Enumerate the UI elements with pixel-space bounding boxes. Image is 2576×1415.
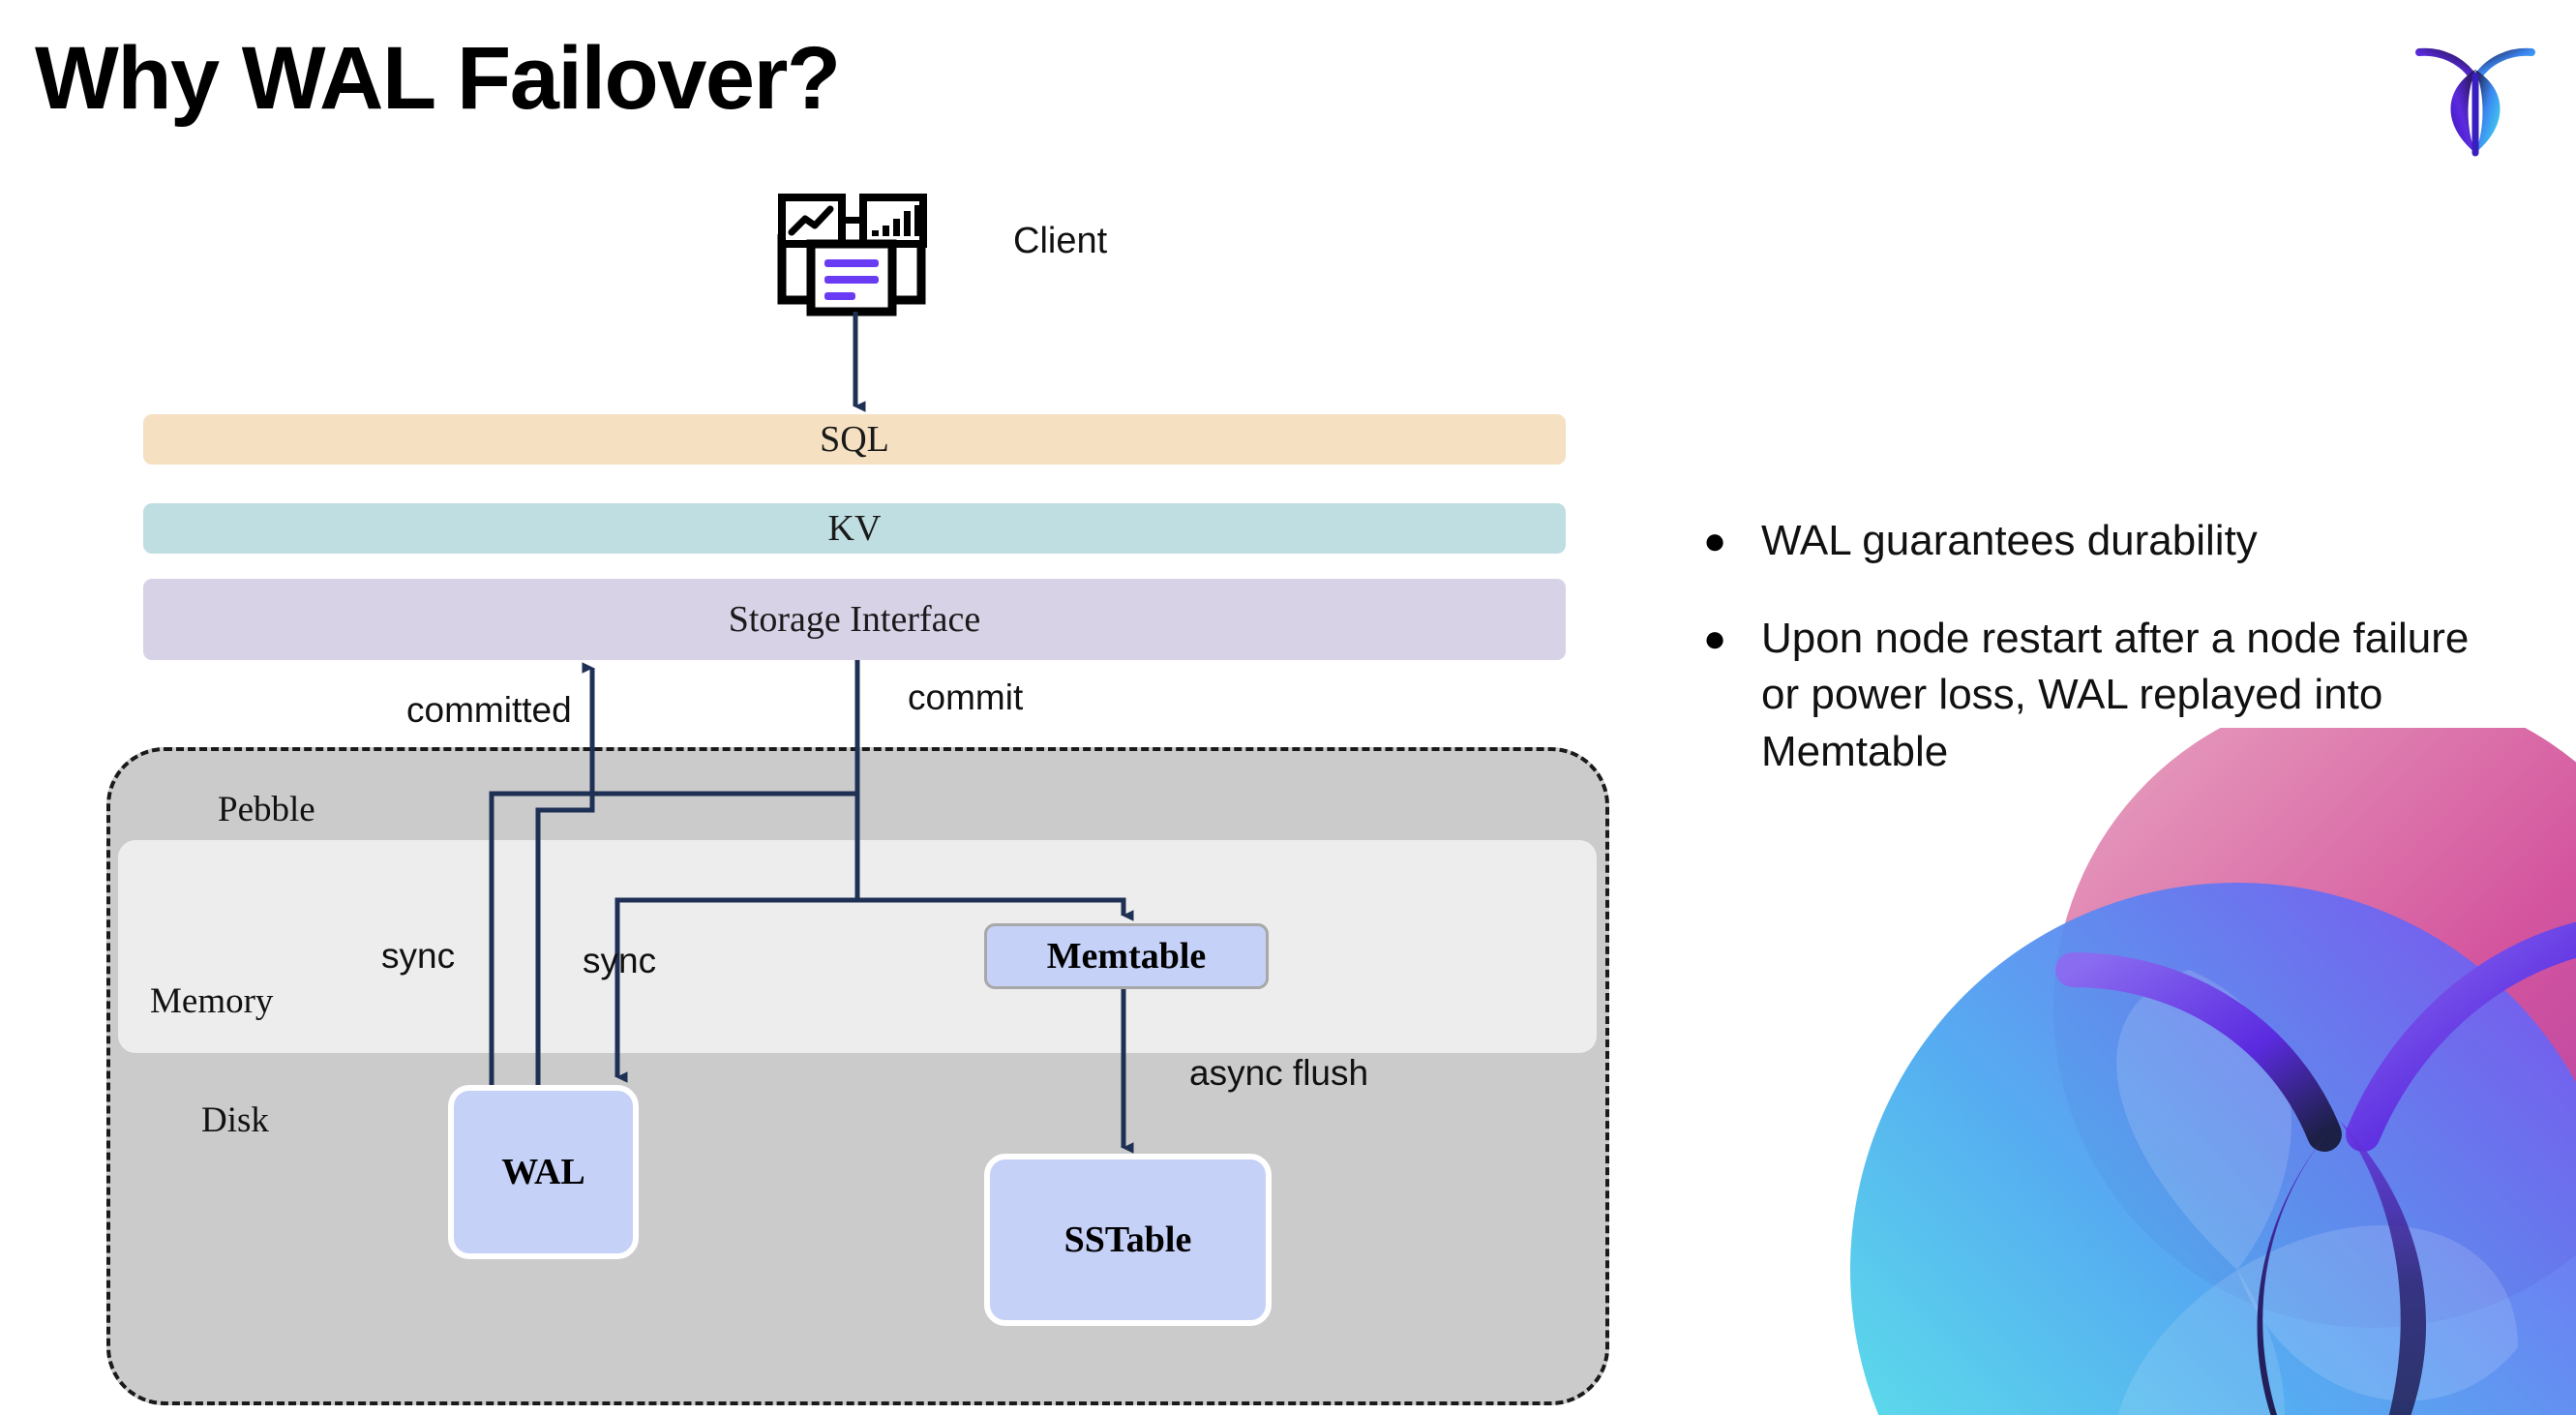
layer-bar-kv: KV bbox=[143, 503, 1566, 554]
edge-label-sync-right: sync bbox=[583, 941, 657, 980]
layer-bar-storage-interface: Storage Interface bbox=[143, 579, 1566, 660]
node-memtable: Memtable bbox=[984, 923, 1269, 989]
bullet-text: WAL guarantees durability bbox=[1761, 517, 2258, 564]
list-item: ● Upon node restart after a node failure… bbox=[1703, 611, 2497, 781]
node-sstable: SSTable bbox=[984, 1154, 1272, 1326]
cockroachdb-corner-mark-decoration bbox=[1782, 689, 2576, 1415]
bullet-list: ● WAL guarantees durability ● Upon node … bbox=[1703, 513, 2497, 821]
layer-label-sql: SQL bbox=[820, 419, 889, 460]
edge-label-async-flush: async flush bbox=[1189, 1053, 1369, 1093]
bullet-marker-icon: ● bbox=[1703, 520, 1727, 562]
node-label-memtable: Memtable bbox=[1046, 936, 1207, 977]
client-label: Client bbox=[1013, 221, 1108, 261]
edge-label-sync-left: sync bbox=[381, 936, 456, 976]
layer-bar-sql: SQL bbox=[143, 414, 1566, 465]
edge-label-committed: committed bbox=[406, 690, 572, 730]
client-dashboard-icon bbox=[774, 194, 929, 319]
edge-label-commit: commit bbox=[908, 677, 1024, 717]
memory-region bbox=[118, 840, 1597, 1053]
disk-label: Disk bbox=[201, 1100, 269, 1140]
layer-label-storage-interface: Storage Interface bbox=[728, 599, 981, 640]
list-item: ● WAL guarantees durability bbox=[1703, 513, 2497, 570]
page-title: Why WAL Failover? bbox=[35, 29, 841, 128]
bullet-marker-icon: ● bbox=[1703, 617, 1727, 660]
cockroachdb-logo-icon bbox=[2411, 31, 2539, 157]
pebble-label: Pebble bbox=[218, 790, 315, 829]
memory-label: Memory bbox=[150, 981, 274, 1021]
node-wal: WAL bbox=[448, 1085, 639, 1259]
node-label-sstable: SSTable bbox=[1063, 1219, 1192, 1260]
bullet-text: Upon node restart after a node failure o… bbox=[1761, 614, 2470, 775]
node-label-wal: WAL bbox=[501, 1152, 585, 1192]
layer-label-kv: KV bbox=[827, 508, 882, 549]
